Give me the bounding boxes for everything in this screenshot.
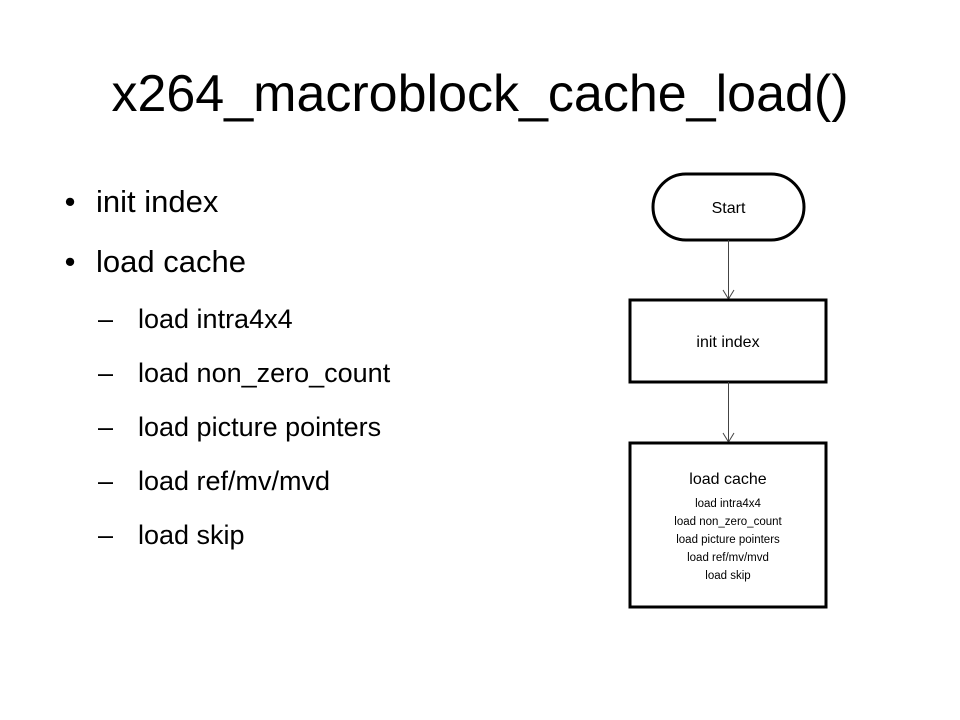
bullet-item-load-cache: • load cache — [58, 232, 598, 292]
load-cache-detail: load intra4x4 — [695, 498, 761, 510]
bullet-item-init-index: • init index — [58, 172, 598, 232]
sub-bullet-item: – load picture pointers — [58, 400, 598, 454]
dash-icon: – — [98, 466, 114, 496]
start-node-label: Start — [712, 200, 746, 217]
sub-bullet-text: load picture pointers — [138, 412, 382, 442]
sub-bullet-text: load intra4x4 — [138, 304, 293, 334]
bullet-text: load cache — [96, 244, 246, 279]
load-cache-node — [628, 441, 828, 609]
dash-icon: – — [98, 412, 114, 442]
load-cache-detail: load non_zero_count — [674, 516, 782, 528]
bullet-list: • init index • load cache – load intra4x… — [58, 172, 598, 562]
sub-bullet-group: – load intra4x4 – load non_zero_count – … — [58, 292, 598, 562]
bullet-dot-icon: • — [64, 184, 76, 219]
sub-bullet-text: load ref/mv/mvd — [138, 466, 331, 496]
sub-bullet-item: – load intra4x4 — [58, 292, 598, 346]
bullet-dot-icon: • — [64, 244, 76, 279]
init-index-node — [628, 298, 828, 384]
load-cache-label: load cache — [689, 471, 766, 488]
bullet-text: init index — [96, 184, 219, 219]
sub-bullet-item: – load non_zero_count — [58, 346, 598, 400]
slide-title: x264_macroblock_cache_load() — [111, 65, 849, 123]
sub-bullet-list: – load intra4x4 – load non_zero_count – … — [58, 292, 598, 562]
sub-bullet-text: load skip — [138, 520, 245, 550]
dash-icon: – — [98, 358, 114, 388]
dash-icon: – — [98, 304, 114, 334]
load-cache-detail: load ref/mv/mvd — [687, 552, 769, 564]
load-cache-detail: load picture pointers — [676, 534, 780, 546]
sub-bullet-text: load non_zero_count — [138, 358, 391, 388]
sub-bullet-item: – load ref/mv/mvd — [58, 454, 598, 508]
init-index-label: init index — [696, 334, 759, 351]
load-cache-detail: load skip — [705, 570, 750, 582]
sub-bullet-item: – load skip — [58, 508, 598, 562]
dash-icon: – — [98, 520, 114, 550]
